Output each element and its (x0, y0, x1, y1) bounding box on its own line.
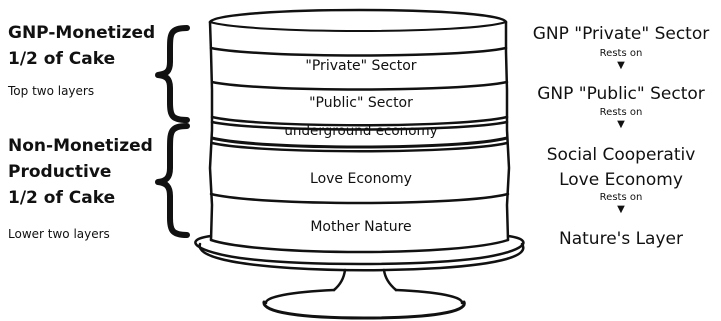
down-arrow-icon-1: ▼ (617, 60, 625, 71)
cake-right-side (504, 20, 511, 242)
cake-bottom (209, 238, 510, 254)
stand-base (262, 300, 466, 320)
layer-line-4a (210, 136, 509, 149)
rests-on-label-2: Rests on (599, 107, 643, 118)
stand-stem-right (382, 268, 398, 292)
top-half-heading: 1/2 of Cake (8, 49, 116, 69)
stand-stem-left (332, 268, 347, 292)
gnp-monetized-heading: GNP-Monetized (8, 23, 156, 43)
plate-top (194, 234, 525, 266)
right-private-sector: GNP "Private" Sector (532, 24, 710, 44)
productive-heading: Productive (8, 162, 112, 182)
right-public-sector: GNP "Public" Sector (537, 84, 705, 104)
down-arrow-icon-3: ▼ (617, 204, 625, 215)
underground-economy-layer-label: underground economy (284, 123, 438, 139)
layer-line-3b (210, 120, 509, 131)
mother-nature-layer-label: Mother Nature (310, 219, 412, 235)
cake-left-side (208, 20, 214, 242)
stand-base-top-r (394, 288, 464, 305)
rests-on-label-1: Rests on (599, 48, 643, 59)
bottom-half-heading: 1/2 of Cake (8, 188, 116, 208)
private-sector-layer-label: "Private" Sector (305, 58, 417, 74)
plate-rim (198, 242, 525, 272)
bottom-brace (155, 123, 190, 238)
right-social-cooperativ: Social Cooperativ (546, 145, 696, 165)
public-sector-layer-label: "Public" Sector (309, 95, 413, 111)
love-economy-layer-label: Love Economy (310, 171, 412, 187)
non-monetized-heading: Non-Monetized (8, 136, 153, 156)
down-arrow-icon-2: ▼ (617, 119, 625, 130)
cake-top-ellipse (208, 8, 508, 24)
layer-line-3a (210, 115, 509, 127)
top-two-layers-note: Top two layers (8, 84, 95, 98)
layer-line-4b (210, 141, 509, 153)
right-love-economy: Love Economy (559, 170, 683, 190)
layer-line-1 (209, 46, 508, 57)
layer-line-2 (210, 80, 509, 91)
cake-top-rim (209, 21, 507, 32)
rests-on-label-3: Rests on (599, 192, 643, 203)
top-brace (155, 25, 190, 123)
lower-two-layers-note: Lower two layers (8, 227, 110, 241)
right-natures-layer: Nature's Layer (559, 229, 683, 249)
stand-base-top (264, 288, 336, 305)
layer-line-5 (209, 192, 510, 205)
